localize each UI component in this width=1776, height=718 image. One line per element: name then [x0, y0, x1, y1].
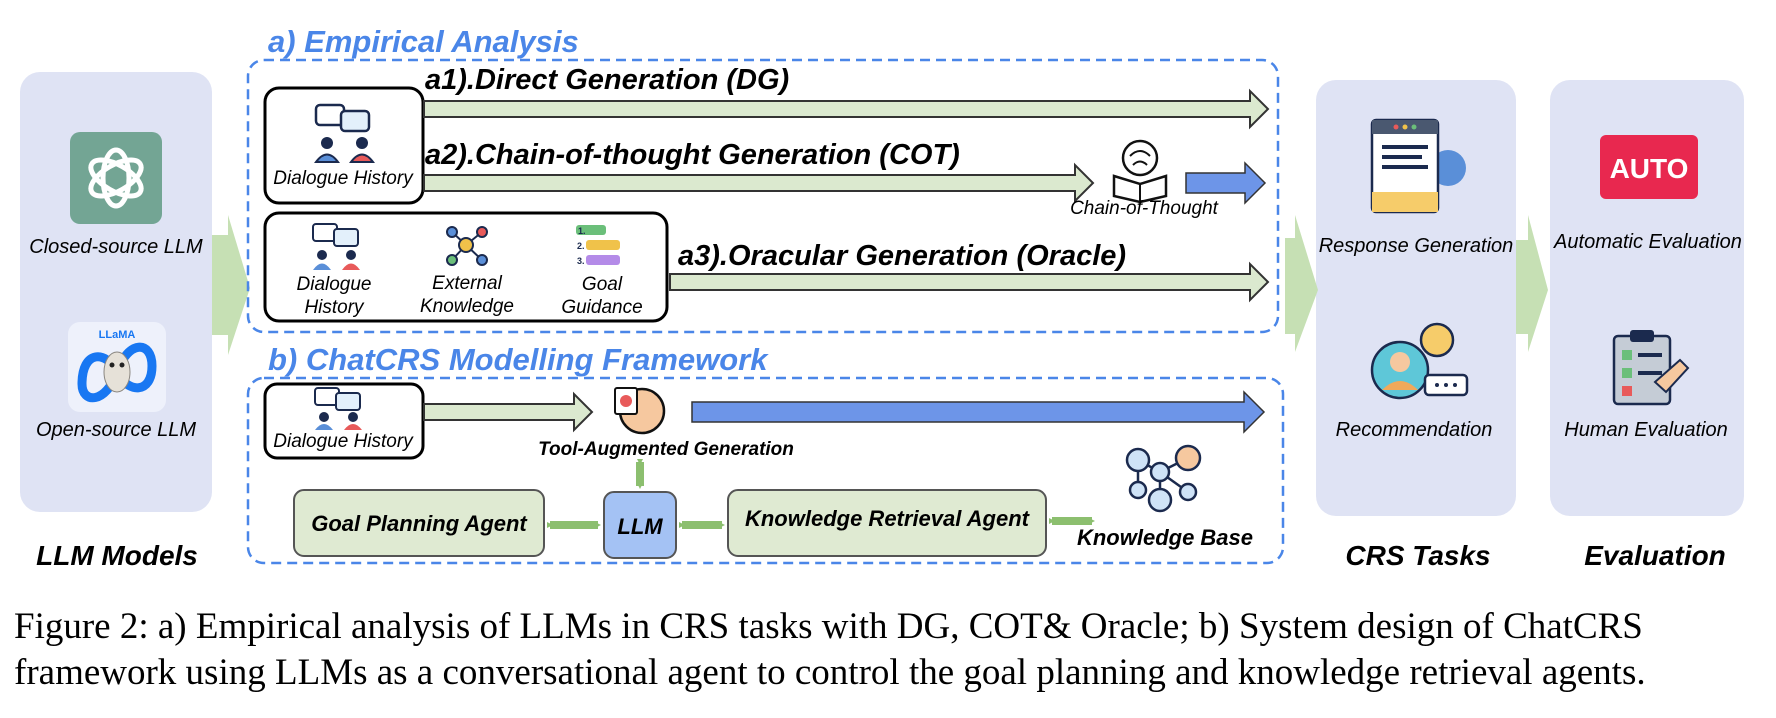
- framework-diagram: Closed-source LLM LLaMA Open-source LLM …: [20, 24, 1744, 571]
- closed-source-llm-label: Closed-source LLM: [29, 236, 203, 258]
- framework-dashed-box: [246, 376, 1285, 565]
- recommendation-label: Recommendation: [1336, 419, 1493, 441]
- llama-badge: LLaMA: [99, 329, 136, 341]
- dialogue-people-icon: [314, 103, 375, 163]
- external-knowledge-l2: Knowledge: [420, 296, 514, 317]
- empirical-analysis-title: a) Empirical Analysis: [268, 24, 579, 59]
- knowledge-retrieval-agent-box: [727, 489, 1047, 557]
- open-source-llm-label: Open-source LLM: [36, 419, 196, 441]
- big-arrow-crs-to-eval: [1516, 215, 1548, 352]
- figure-caption: Figure 2: a) Empirical analysis of LLMs …: [14, 604, 1764, 696]
- dg-label: a1).Direct Generation (DG): [425, 64, 789, 96]
- external-knowledge-l1: External: [432, 273, 502, 294]
- dialogue-history-label-a3-l2: History: [304, 297, 365, 318]
- big-arrow-analysis-to-crs: [1285, 215, 1318, 352]
- goal-num-3: 3.: [577, 256, 585, 266]
- llm-box: [603, 491, 677, 559]
- dialogue-to-tool-arrow: [423, 391, 594, 433]
- dialogue-history-label-a3-l1: Dialogue: [297, 274, 372, 295]
- dialogue-people-icon-small: [312, 223, 360, 270]
- crs-tasks-title: CRS Tasks: [1345, 540, 1490, 571]
- brain-book-icon: [1112, 139, 1168, 204]
- auto-badge-icon: AUTO: [1600, 135, 1698, 199]
- tool-head-icon: [614, 387, 666, 435]
- goal-guidance-l2: Guidance: [561, 297, 642, 318]
- goal-planning-agent-label: Goal Planning Agent: [311, 511, 528, 536]
- tool-augmented-label: Tool-Augmented Generation: [538, 439, 794, 460]
- oracle-inputs-box: [263, 211, 669, 323]
- recommendation-icon: [1370, 322, 1469, 400]
- llama-meta-icon: LLaMA: [68, 322, 166, 412]
- knowledge-retrieval-agent-label: Knowledge Retrieval Agent: [745, 506, 1031, 531]
- oracle-arrow: [669, 261, 1270, 303]
- chain-of-thought-caption: Chain-of-Thought: [1070, 198, 1219, 219]
- llm-label: LLM: [617, 514, 663, 539]
- crs-tasks-panel: [1316, 80, 1516, 516]
- cot-label: a2).Chain-of-thought Generation (COT): [425, 139, 960, 171]
- human-evaluation-label: Human Evaluation: [1564, 419, 1727, 441]
- automatic-evaluation-label: Automatic Evaluation: [1553, 231, 1742, 253]
- framework-title: b) ChatCRS Modelling Framework: [268, 342, 769, 377]
- evaluation-title: Evaluation: [1584, 540, 1726, 571]
- goal-num-2: 2.: [577, 241, 585, 251]
- auto-badge-text: AUTO: [1610, 153, 1689, 184]
- goal-num-1: 1.: [578, 226, 586, 236]
- cot-blue-arrow: [1185, 161, 1267, 205]
- oracle-label: a3).Oracular Generation (Oracle): [678, 240, 1126, 272]
- goal-planning-agent-box: [293, 489, 545, 557]
- dialogue-history-label-b: Dialogue History: [273, 431, 414, 452]
- cot-arrow: [423, 162, 1095, 204]
- network-icon: [446, 226, 488, 266]
- clipboard-hand-icon: [1612, 330, 1690, 406]
- tool-to-output-blue-arrow: [691, 390, 1266, 434]
- big-arrow-llm-to-analysis: [212, 215, 250, 355]
- dg-arrow: [423, 88, 1270, 130]
- knowledge-base-label: Knowledge Base: [1077, 525, 1253, 550]
- knowledge-base-icon: [1125, 444, 1202, 513]
- openai-icon: [70, 132, 162, 224]
- caption-line-1: Figure 2: a) Empirical analysis of LLMs …: [14, 606, 1643, 647]
- dialogue-people-icon-b: [314, 387, 362, 430]
- empirical-analysis-dashed-box: [246, 58, 1280, 334]
- document-gear-icon: [1370, 118, 1466, 214]
- caption-line-2: framework using LLMs as a conversational…: [14, 652, 1646, 693]
- goal-guidance-l1: Goal: [582, 274, 623, 295]
- goal-list-icon: 1. 2. 3.: [576, 225, 620, 266]
- dialogue-history-label-a: Dialogue History: [273, 168, 414, 189]
- dialogue-history-box-a: [263, 86, 425, 205]
- response-generation-label: Response Generation: [1319, 235, 1514, 257]
- llm-models-title: LLM Models: [36, 540, 198, 571]
